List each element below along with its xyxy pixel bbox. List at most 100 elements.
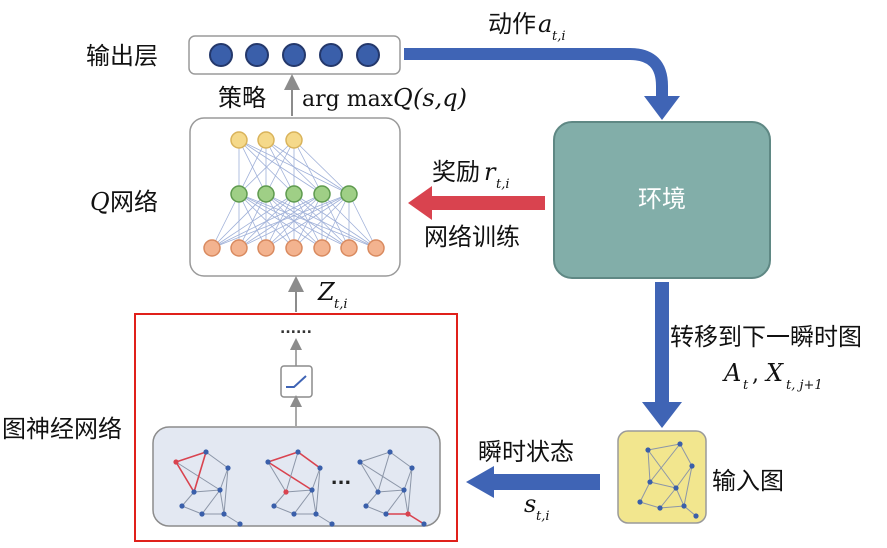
graph-node bbox=[329, 521, 335, 527]
graph-edge bbox=[649, 443, 681, 483]
output-node bbox=[356, 43, 380, 67]
action-label: 动作 bbox=[488, 10, 536, 38]
graph-edge bbox=[175, 451, 207, 463]
graph-edge bbox=[219, 489, 225, 515]
graph-edge bbox=[193, 451, 207, 493]
s-var: s bbox=[524, 490, 536, 518]
graph-node bbox=[283, 489, 289, 495]
nn-edge bbox=[293, 139, 350, 195]
nn-node bbox=[257, 239, 275, 257]
q-network bbox=[189, 117, 401, 277]
policy-label: 策略 bbox=[218, 84, 266, 112]
nn-node bbox=[203, 239, 221, 257]
action-arrow-head bbox=[644, 96, 680, 120]
graph-edge bbox=[359, 451, 391, 463]
graph-node bbox=[317, 465, 323, 471]
graph-node bbox=[191, 489, 197, 495]
graph-edge bbox=[311, 467, 321, 491]
graph-edge bbox=[403, 489, 409, 515]
x-sub: t, j+1 bbox=[786, 378, 823, 393]
graph-edge bbox=[647, 449, 651, 483]
graph-edge bbox=[267, 461, 287, 493]
graph-node bbox=[405, 511, 411, 517]
comma: , bbox=[752, 362, 759, 387]
graph-edge bbox=[181, 491, 195, 507]
graph-edge bbox=[365, 491, 379, 507]
graph-edge bbox=[675, 487, 685, 507]
nn-node bbox=[340, 185, 358, 203]
graph-edge bbox=[193, 489, 221, 493]
nn-edge bbox=[265, 193, 350, 249]
graph-node bbox=[637, 499, 643, 505]
graph-edge bbox=[683, 505, 697, 517]
graph-edge bbox=[359, 461, 379, 493]
graph-edge bbox=[315, 467, 321, 515]
instant-state-label: 瞬时状态 bbox=[478, 438, 574, 466]
activation-icon bbox=[286, 375, 307, 388]
nn-node bbox=[257, 131, 275, 149]
graph-edge bbox=[181, 505, 203, 515]
transition-label: 转移到下一瞬时图 bbox=[670, 323, 862, 351]
graph-edge bbox=[205, 451, 229, 469]
action-sub: t,i bbox=[552, 29, 566, 44]
graph-edge bbox=[377, 489, 405, 493]
graph-node bbox=[309, 487, 315, 493]
reward-label: 奖励 bbox=[432, 158, 480, 186]
graph-edge bbox=[273, 505, 295, 515]
graph-node bbox=[225, 465, 231, 471]
nn-edge bbox=[293, 139, 323, 195]
action-arrow bbox=[404, 48, 668, 98]
graph-edge bbox=[647, 449, 677, 489]
nn-edge bbox=[238, 139, 295, 195]
a-sub: t bbox=[743, 378, 749, 393]
graph-edge bbox=[407, 513, 425, 525]
graph-node bbox=[401, 487, 407, 493]
graph-edge bbox=[267, 451, 299, 463]
output-node bbox=[319, 43, 343, 67]
q-args: (s,q) bbox=[413, 84, 467, 112]
graph-edge bbox=[675, 465, 693, 489]
graph-edge bbox=[285, 451, 299, 493]
graph-ellipsis: ... bbox=[331, 468, 352, 489]
activation-box bbox=[280, 365, 313, 398]
graph-edge bbox=[659, 505, 685, 509]
graph-edge bbox=[649, 481, 677, 489]
nn-edge bbox=[238, 139, 267, 195]
graph-edge bbox=[679, 443, 693, 467]
graph-edge bbox=[201, 489, 221, 515]
graph-node bbox=[645, 447, 651, 453]
graph-node bbox=[203, 449, 209, 455]
a-var: A bbox=[722, 359, 741, 387]
graph-edge bbox=[659, 487, 677, 509]
graph-node bbox=[689, 463, 695, 469]
graph-edge bbox=[223, 513, 241, 525]
graph-node bbox=[421, 521, 427, 527]
nn-node bbox=[230, 131, 248, 149]
graph-node bbox=[677, 441, 683, 447]
graph-edge bbox=[223, 467, 229, 515]
training-label: 网络训练 bbox=[424, 223, 520, 251]
nn-node bbox=[313, 185, 331, 203]
dots-text: ...... bbox=[280, 321, 312, 337]
output-node bbox=[209, 43, 233, 67]
input-graph-network bbox=[637, 441, 699, 519]
graph-edge bbox=[403, 467, 413, 491]
graph-edge bbox=[639, 501, 661, 509]
graph-edge bbox=[359, 461, 405, 491]
graph-node bbox=[647, 479, 653, 485]
graph-node bbox=[221, 511, 227, 517]
graph-node bbox=[387, 449, 393, 455]
graph-edge bbox=[297, 451, 321, 469]
output-node bbox=[245, 43, 269, 67]
environment-label: 环境 bbox=[638, 185, 686, 213]
graph-node bbox=[383, 511, 389, 517]
nn-edge bbox=[348, 193, 377, 249]
graph-node bbox=[179, 503, 185, 509]
graph-edge bbox=[389, 451, 413, 469]
nn-node bbox=[340, 239, 358, 257]
graph-node bbox=[237, 521, 243, 527]
output-node bbox=[282, 43, 306, 67]
action-var: a bbox=[538, 10, 552, 38]
s-sub: t,i bbox=[536, 509, 550, 524]
